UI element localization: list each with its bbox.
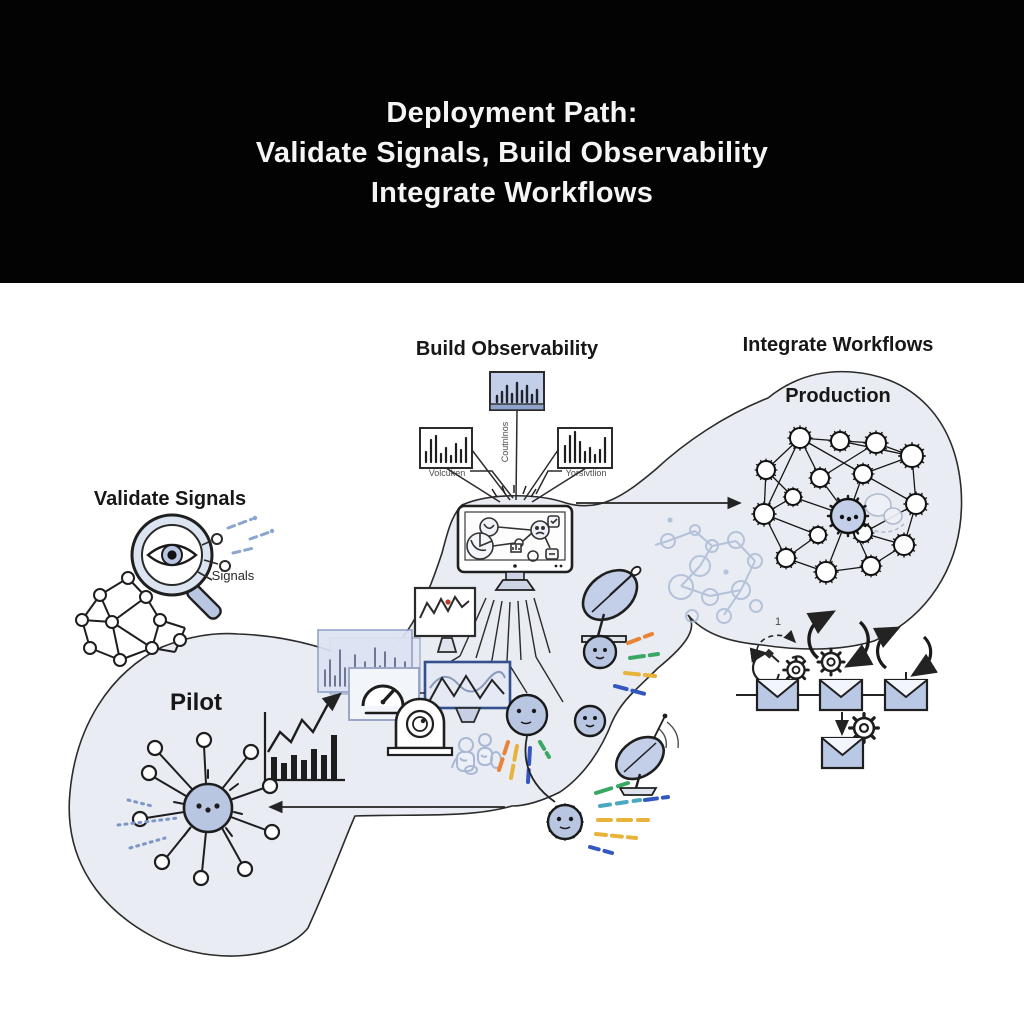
deployment-path-shape [68, 370, 963, 957]
envelope-3-icon [883, 678, 929, 712]
signal-emission-doodle [197, 515, 275, 581]
title-banner: Deployment Path: Validate Signals, Build… [0, 0, 1024, 283]
agent-link-curve [524, 735, 556, 803]
validate-signals-label: Validate Signals [94, 488, 246, 510]
envelope-icons [755, 678, 929, 770]
metric-panel-left-icon [419, 427, 473, 469]
workflow-gear1-icon [782, 656, 810, 684]
integrate-workflows-label: Integrate Workflows [743, 334, 934, 356]
title-line-3: Integrate Workflows [370, 176, 654, 209]
envelope-2-icon [818, 678, 864, 712]
chart-caption-right: Yorsivtlion [566, 468, 607, 478]
envelope-1-icon [755, 678, 800, 712]
production-network [751, 425, 929, 585]
pilot-hub-node-icon [131, 731, 281, 887]
signal-rays-right [613, 632, 660, 696]
agent-node-spiky-icon [582, 634, 618, 670]
wave-monitor-icon [420, 660, 512, 723]
agent-node-face-icon [505, 693, 549, 737]
signals-caption: Signals [212, 568, 255, 583]
network-graph-icon [75, 571, 187, 667]
sync-icon-large [806, 610, 874, 668]
production-hub-node-icon [826, 494, 870, 538]
production-label: Production [785, 385, 891, 407]
production-ghost-doodle [857, 493, 905, 533]
signal-rays-down [497, 740, 551, 784]
signal-rays-fan [588, 781, 670, 855]
agent-node-spiky2-icon [573, 704, 607, 738]
monitor-doodle-network [466, 515, 560, 562]
title-line-1: Deployment Path: [386, 96, 638, 129]
satellite-dish-small-icon [615, 713, 679, 796]
observability-monitor-icon [456, 485, 574, 591]
linechart-monitor-icon [413, 586, 477, 653]
build-observability-label: Build Observability [416, 338, 599, 360]
sync-icon-right [872, 626, 938, 677]
loop-count-badge: 1 [775, 616, 781, 628]
molecule-doodle-icon [654, 517, 763, 624]
pilot-label: Pilot [170, 689, 222, 716]
envelope-4-icon [820, 736, 865, 770]
workflow-gear2-icon [816, 647, 846, 677]
pilot-signal-dashes [116, 798, 180, 850]
chart-caption-left: Volcuken [429, 468, 466, 478]
metric-panel-blue-icon [489, 371, 545, 411]
metric-panel-right-icon [557, 427, 613, 469]
panel-connector-lines [445, 409, 587, 503]
agent-node-spiky3-icon [546, 803, 584, 841]
magnifier-eye-icon [130, 513, 222, 620]
dome-camera-icon [386, 697, 454, 757]
routing-vertical-caption: Coutnlnos [500, 421, 510, 462]
title-line-2: Validate Signals, Build Observability [255, 136, 769, 169]
people-doodle-icon [451, 733, 502, 775]
